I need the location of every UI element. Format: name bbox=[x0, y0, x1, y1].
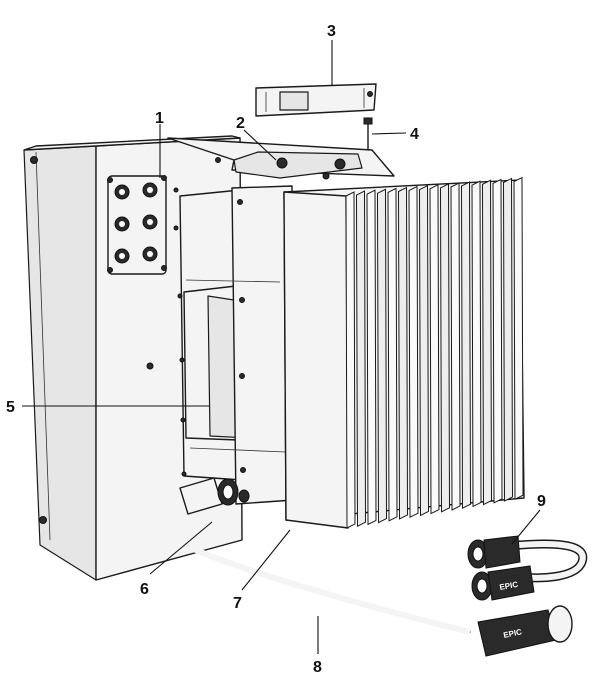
heatsink-fin bbox=[450, 182, 461, 511]
fan-window bbox=[279, 91, 309, 111]
heatsink-fin bbox=[355, 190, 367, 528]
connector-sockets bbox=[114, 182, 158, 264]
heatsink-fin bbox=[502, 177, 514, 502]
connector-brand-text: EPIC bbox=[503, 627, 523, 640]
screw-icon bbox=[30, 156, 38, 164]
screw-icon bbox=[39, 516, 47, 524]
callout-7: 7 bbox=[233, 595, 242, 612]
heatsink-fin bbox=[460, 181, 472, 510]
plug-brand-text: EPIC bbox=[499, 580, 519, 592]
heatsink-fins bbox=[345, 176, 524, 529]
callout-8: 8 bbox=[313, 659, 322, 676]
heatsink-fin bbox=[471, 180, 482, 508]
heatsink-fin bbox=[397, 186, 409, 520]
heatsink-fin bbox=[492, 178, 503, 504]
heatsink-fin bbox=[418, 184, 430, 517]
screw-assembly bbox=[363, 117, 373, 151]
pin-icon bbox=[146, 362, 154, 370]
plug-upper bbox=[467, 535, 521, 569]
connector-body bbox=[179, 477, 223, 515]
connector-cap-icon bbox=[547, 605, 573, 643]
bracket-screw-icon bbox=[334, 158, 346, 170]
fan-body bbox=[255, 83, 377, 117]
cable-connector-left bbox=[179, 477, 250, 515]
heatsink-fin bbox=[429, 183, 440, 515]
heatsink-fin bbox=[513, 176, 524, 501]
heatsink-fin bbox=[345, 191, 356, 529]
heatsink-fin bbox=[387, 187, 398, 522]
heatsink-fin bbox=[408, 185, 419, 519]
callout-labels: 1 2 3 4 5 6 7 8 9 bbox=[6, 23, 546, 676]
heatsink-front-face bbox=[283, 191, 349, 529]
bracket-flange bbox=[233, 151, 363, 179]
callout-9: 9 bbox=[537, 493, 546, 510]
bracket bbox=[167, 137, 395, 180]
connector-pair: EPIC bbox=[467, 535, 588, 601]
callout-4: 4 bbox=[410, 126, 419, 143]
heatsink-fin bbox=[376, 188, 388, 524]
fan-module bbox=[255, 83, 377, 117]
heatsink-fin bbox=[366, 189, 377, 526]
callout-6: 6 bbox=[140, 581, 149, 598]
bracket-screw-icon bbox=[276, 157, 288, 169]
heatsink-fin bbox=[481, 179, 493, 506]
heatsink bbox=[283, 176, 525, 529]
cable-connector-right: EPIC bbox=[477, 605, 573, 657]
heatsink-fin bbox=[439, 183, 451, 513]
plug-lower: EPIC bbox=[471, 565, 535, 601]
mounting-frame bbox=[173, 185, 295, 505]
enclosure-side-face bbox=[23, 145, 97, 581]
connector-plate bbox=[107, 175, 167, 275]
callout-3: 3 bbox=[327, 23, 336, 40]
callout-1: 1 bbox=[155, 110, 164, 127]
callout-2: 2 bbox=[236, 115, 245, 132]
screw-head-icon bbox=[363, 117, 373, 125]
callout-5: 5 bbox=[6, 399, 15, 416]
leader-lines bbox=[22, 40, 541, 654]
cable: EPIC bbox=[143, 477, 573, 657]
